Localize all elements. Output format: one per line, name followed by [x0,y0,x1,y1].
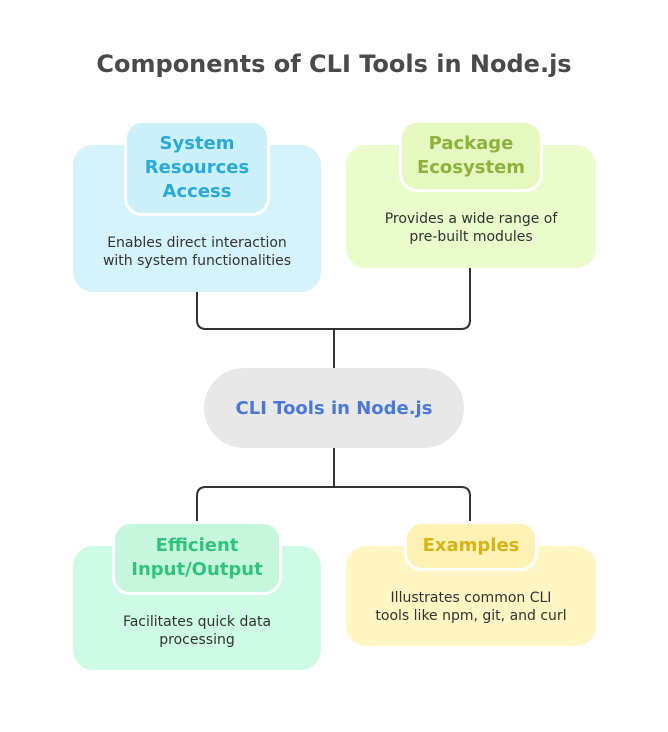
efficient-io-description: Facilitates quick data processing [122,614,272,648]
diagram-title: Components of CLI Tools in Node.js [96,50,572,78]
package-ecosystem-title: Package Ecosystem [399,120,543,192]
system-resources-title: System Resources Access [124,120,270,216]
center-node: CLI Tools in Node.js [204,368,464,448]
center-label: CLI Tools in Node.js [235,397,433,419]
efficient-io-title: Efficient Input/Output [112,521,282,595]
examples-description: Illustrates common CLI tools like npm, g… [375,590,567,624]
connector-top [196,268,471,368]
connector-bottom [196,448,471,524]
examples-title: Examples [404,521,538,571]
system-resources-description: Enables direct interaction with system f… [102,235,292,269]
package-ecosystem-description: Provides a wide range of pre-built modul… [384,211,558,245]
